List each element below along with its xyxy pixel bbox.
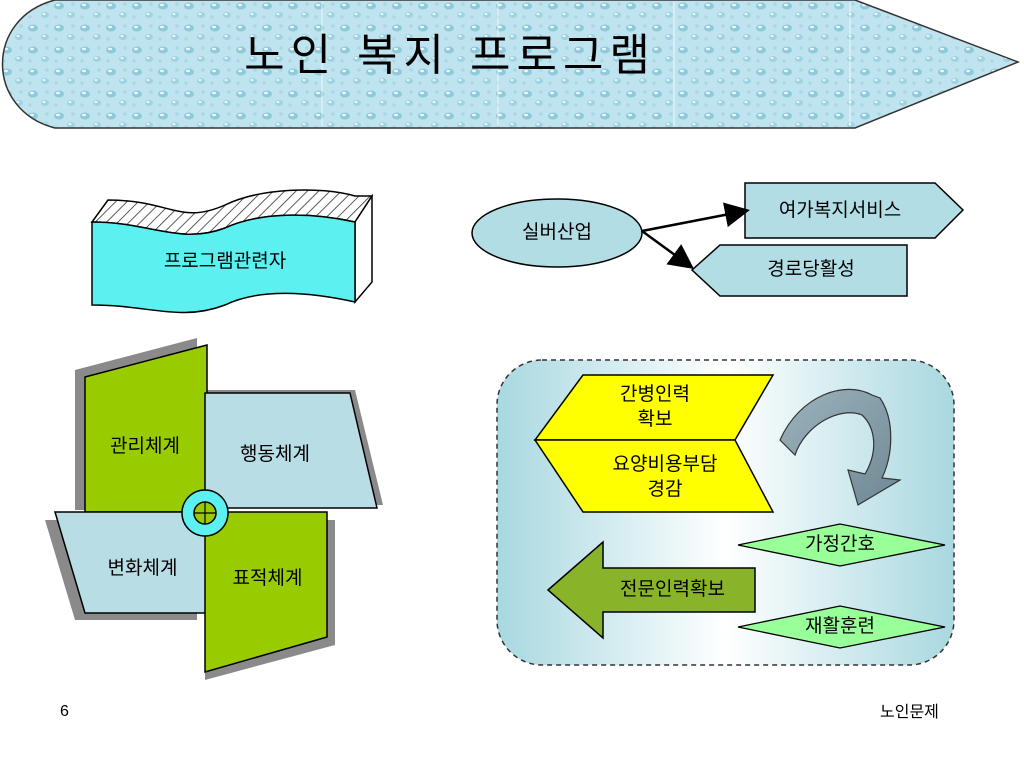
senior-center-shape (690, 244, 908, 297)
behavior-system-label: 행동체계 (240, 443, 310, 465)
senior-center-label: 경로당활성 (767, 258, 855, 280)
caregiver-label-line2: 확보 (637, 408, 673, 430)
cost-reduction-label-line2: 경감 (647, 478, 683, 500)
page-title: 노인 복지 프로그램 (244, 30, 656, 81)
change-system-label: 변화체계 (107, 557, 178, 579)
rehab-diamond (737, 605, 946, 649)
silver-industry-ellipse (471, 198, 643, 268)
professional-staff-label: 전문인력확보 (620, 578, 725, 600)
arrow-to-leisure (641, 202, 750, 233)
home-nursing-label: 가정간호 (805, 533, 875, 555)
systems-pinwheel (45, 338, 383, 680)
leisure-service-label: 여가복지서비스 (778, 199, 902, 221)
curved-arrow-icon (779, 388, 902, 506)
program-stakeholders-label: 프로그램관련자 (163, 250, 287, 272)
home-nursing-diamond (737, 523, 946, 567)
cost-reduction-shape (533, 439, 775, 513)
silver-industry-label: 실버산업 (522, 221, 592, 243)
leisure-service-shape (744, 182, 965, 239)
arrow-to-senior-center (641, 229, 695, 269)
footer-topic: 노인문제 (880, 702, 939, 721)
cost-reduction-label-line1: 요양비용부담 (612, 453, 718, 475)
rehab-training-label: 재활훈련 (805, 615, 875, 637)
title-banner (1, 0, 1021, 129)
professional-arrow (546, 540, 756, 640)
program-stakeholders-banner (90, 189, 374, 314)
management-system-label: 관리체계 (110, 435, 180, 457)
caregiver-label-line1: 간병인력 (620, 383, 690, 405)
target-system-label: 표적체계 (232, 567, 303, 589)
silver-industry-group (471, 182, 965, 297)
care-panel (496, 359, 955, 666)
page-number: 6 (60, 703, 69, 720)
target-blade (204, 511, 328, 673)
behavior-blade (204, 392, 378, 509)
